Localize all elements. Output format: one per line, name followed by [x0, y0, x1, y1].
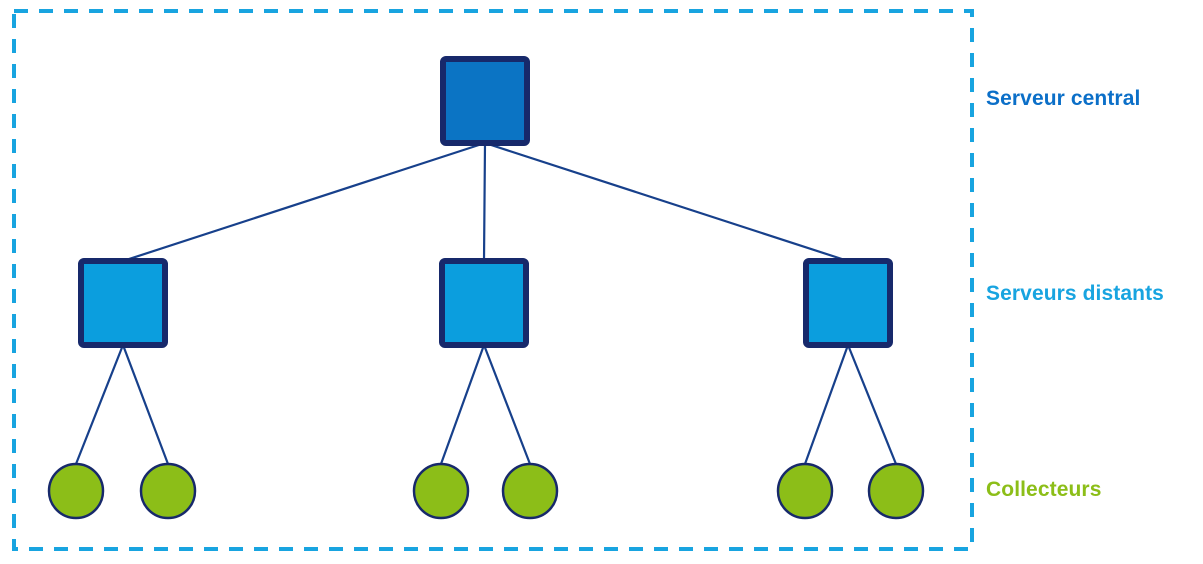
node-remote-server-2[interactable]: [439, 258, 529, 348]
edge-group-remote-to-collector: [74, 343, 898, 466]
node-collector-1[interactable]: [47, 462, 105, 520]
tier-label-serveur-central: Serveur central: [986, 87, 1141, 110]
edge-remote-1-collector-2: [121, 343, 170, 466]
node-central-server[interactable]: [440, 56, 530, 146]
edge-central-remote-3: [483, 141, 850, 263]
node-collector-5[interactable]: [776, 462, 834, 520]
node-remote-server-1[interactable]: [78, 258, 168, 348]
edge-central-remote-2: [482, 141, 487, 263]
node-group-remote-servers: [78, 258, 893, 348]
node-remote-server-3[interactable]: [803, 258, 893, 348]
edge-group-central-to-remote: [121, 141, 850, 263]
tier-label-collecteurs: Collecteurs: [986, 478, 1102, 501]
node-group-central-server: [440, 56, 530, 146]
node-collector-6[interactable]: [867, 462, 925, 520]
edge-remote-1-collector-1: [74, 343, 125, 466]
node-collector-2[interactable]: [139, 462, 197, 520]
edge-remote-3-collector-6: [846, 343, 898, 466]
system-boundary-box: [12, 9, 974, 551]
tier-label-serveurs-distants: Serveurs distants: [986, 282, 1164, 305]
edge-central-remote-1: [121, 141, 487, 263]
edge-remote-3-collector-5: [803, 343, 850, 466]
node-group-collectors: [47, 462, 925, 520]
node-collector-4[interactable]: [501, 462, 559, 520]
edge-remote-2-collector-3: [439, 343, 486, 466]
edge-remote-2-collector-4: [482, 343, 532, 466]
node-collector-3[interactable]: [412, 462, 470, 520]
